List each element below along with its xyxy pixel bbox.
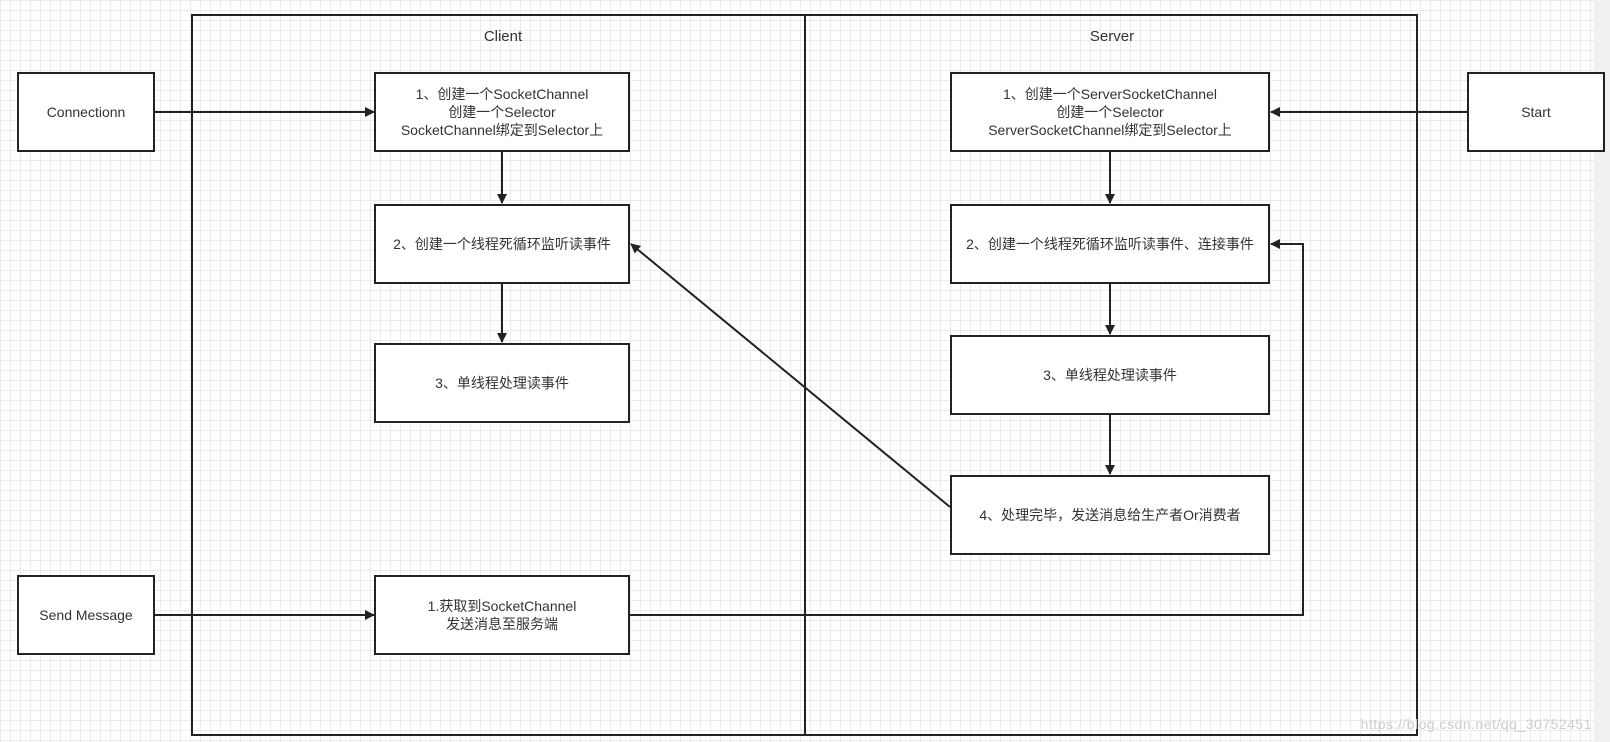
server-step1-line3: ServerSocketChannel绑定到Selector上	[988, 122, 1232, 138]
connection-actor-label: Connectionn	[46, 104, 126, 120]
send-message-actor-label: Send Message	[39, 607, 133, 623]
client-send-line2: 发送消息至服务端	[445, 616, 558, 632]
server-step1-line1: 1、创建一个ServerSocketChannel	[1003, 86, 1217, 102]
arrow-client-send-to-server-step2	[630, 239, 1304, 616]
arrow-server-step4-to-client-step2	[630, 243, 951, 508]
client-lane-title: Client	[483, 28, 523, 45]
client-send-line1: 1.获取到SocketChannel	[427, 598, 577, 614]
server-step4-label: 4、处理完毕，发送消息给生产者Or消费者	[979, 507, 1241, 523]
client-step3-box[interactable]: 3、单线程处理读事件	[374, 343, 630, 423]
client-step2-box[interactable]: 2、创建一个线程死循环监听读事件	[374, 204, 630, 284]
server-step3-label: 3、单线程处理读事件	[1043, 367, 1177, 383]
server-lane-title: Server	[1089, 28, 1135, 45]
connection-actor-box[interactable]: Connectionn	[17, 72, 155, 152]
watermark: https://blog.csdn.net/qq_30752451	[1360, 716, 1592, 732]
client-step1-line2: 创建一个Selector	[448, 104, 556, 120]
server-step4-box[interactable]: 4、处理完毕，发送消息给生产者Or消费者	[950, 475, 1270, 555]
server-step1-box[interactable]: 1、创建一个ServerSocketChannel 创建一个Selector S…	[950, 72, 1270, 152]
client-step2-label: 2、创建一个线程死循环监听读事件	[393, 236, 611, 252]
send-message-actor-box[interactable]: Send Message	[17, 575, 155, 655]
client-step3-label: 3、单线程处理读事件	[435, 375, 569, 391]
client-step1-line3: SocketChannel绑定到Selector上	[400, 122, 604, 138]
scrollbar[interactable]	[1594, 0, 1610, 742]
server-step2-label: 2、创建一个线程死循环监听读事件、连接事件	[966, 236, 1254, 252]
server-step3-box[interactable]: 3、单线程处理读事件	[950, 335, 1270, 415]
client-step1-box[interactable]: 1、创建一个SocketChannel 创建一个Selector SocketC…	[374, 72, 630, 152]
server-step2-box[interactable]: 2、创建一个线程死循环监听读事件、连接事件	[950, 204, 1270, 284]
server-step1-line2: 创建一个Selector	[1056, 104, 1164, 120]
client-send-box[interactable]: 1.获取到SocketChannel 发送消息至服务端	[374, 575, 630, 655]
start-actor-box[interactable]: Start	[1467, 72, 1605, 152]
client-step1-line1: 1、创建一个SocketChannel	[415, 86, 589, 102]
start-actor-label: Start	[1521, 104, 1551, 120]
lane-divider	[804, 14, 806, 736]
